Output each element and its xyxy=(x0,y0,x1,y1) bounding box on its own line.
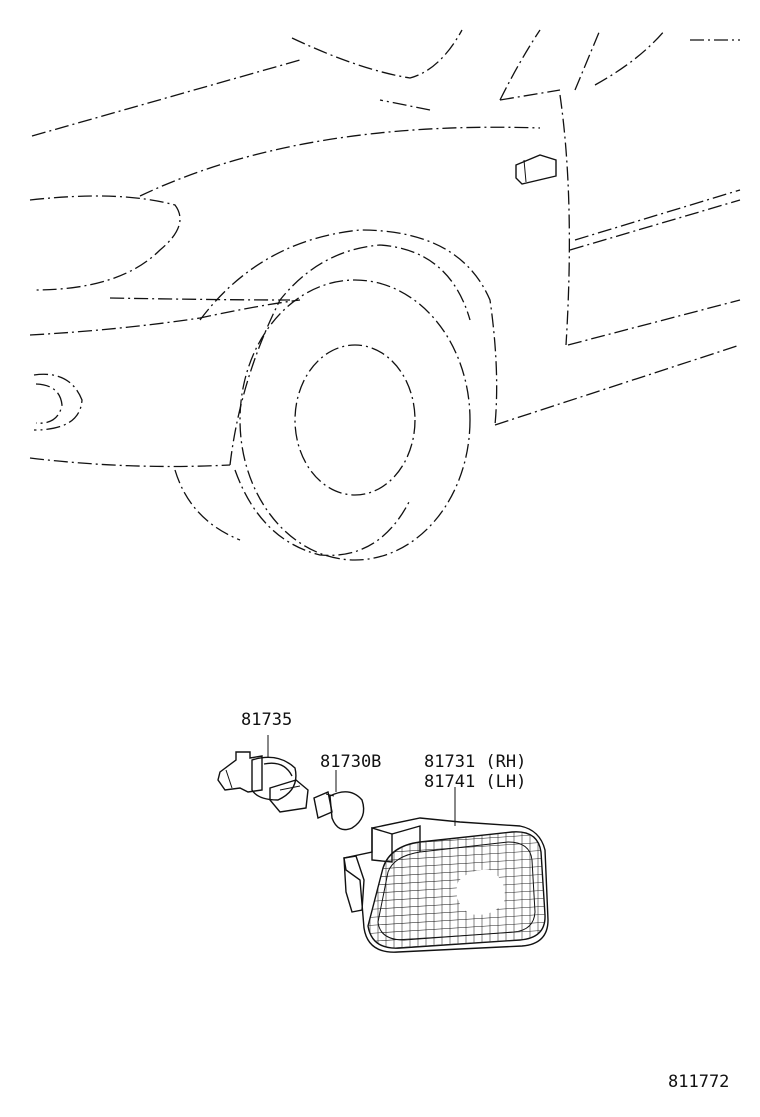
callout-lamp-rh: 81731 (RH) xyxy=(424,752,527,772)
socket-part xyxy=(217,735,309,813)
side-marker-lamp xyxy=(343,787,549,953)
callout-bulb: 81730B xyxy=(320,752,382,772)
bulb-part xyxy=(313,770,365,831)
callout-lamp-lh: 81741 (LH) xyxy=(424,772,527,792)
callout-socket: 81735 xyxy=(241,710,293,730)
vehicle-outline xyxy=(29,29,741,561)
figure-id: 811772 xyxy=(668,1072,730,1092)
